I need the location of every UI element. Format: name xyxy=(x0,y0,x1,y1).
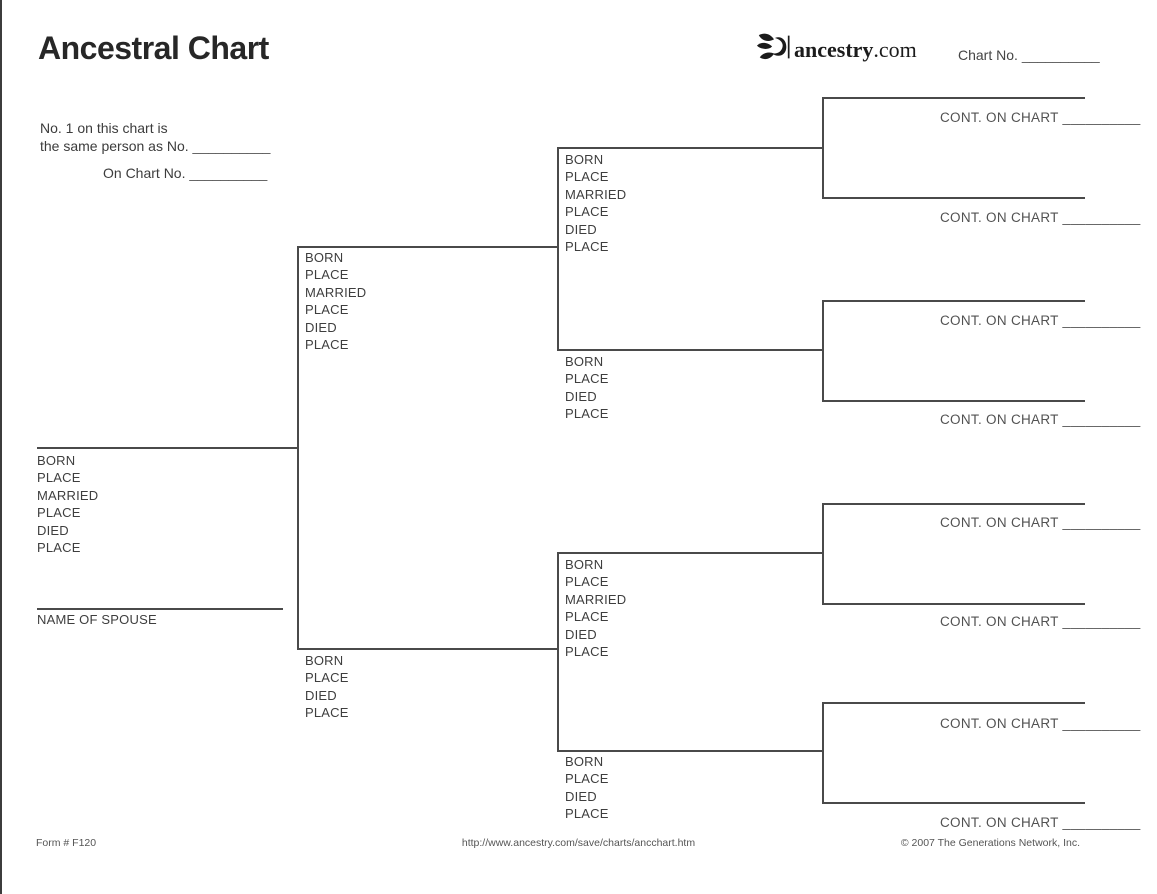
page-left-edge xyxy=(0,0,2,894)
cont-on-chart-7: CONT. ON CHART __________ xyxy=(940,716,1141,731)
bracket-gen2-vertical xyxy=(297,246,299,649)
on-chart-no-blank[interactable]: __________ xyxy=(189,165,268,181)
spouse-name-label: NAME OF SPOUSE xyxy=(37,612,157,627)
ancestry-logo-text: ancestry.com xyxy=(794,36,917,62)
maternal-grandmother-fields: BORN PLACE DIED PLACE xyxy=(565,754,609,822)
same-person-no-blank[interactable]: __________ xyxy=(192,137,271,154)
mother-fields: BORN PLACE DIED PLACE xyxy=(305,653,349,721)
bracket-gen4-2-vertical xyxy=(822,300,824,400)
cont-blank-4[interactable]: __________ xyxy=(1062,412,1141,427)
cont-on-chart-2: CONT. ON CHART __________ xyxy=(940,210,1141,225)
cont-on-chart-4: CONT. ON CHART __________ xyxy=(940,412,1141,427)
line-mother xyxy=(297,648,558,650)
ancestry-logo: ancestry.com xyxy=(756,30,917,69)
father-fields: BORN PLACE MARRIED PLACE DIED PLACE xyxy=(305,250,367,353)
ancestry-leaf-icon xyxy=(756,30,792,69)
chart-no-field: Chart No. __________ xyxy=(958,47,1100,63)
paternal-grandfather-fields: BORN PLACE MARRIED PLACE DIED PLACE xyxy=(565,152,627,255)
cont-blank-6[interactable]: __________ xyxy=(1062,614,1141,629)
line-great-grandparent-4 xyxy=(822,400,1085,402)
cont-on-chart-6: CONT. ON CHART __________ xyxy=(940,614,1141,629)
paternal-grandmother-fields: BORN PLACE DIED PLACE xyxy=(565,354,609,422)
chart-instructions: No. 1 on this chart is the same person a… xyxy=(40,120,270,183)
copyright-notice: © 2007 The Generations Network, Inc. xyxy=(900,837,1080,849)
bracket-gen4-3-vertical xyxy=(822,503,824,603)
instruction-line-3: On Chart No. __________ xyxy=(103,165,268,181)
cont-blank-8[interactable]: __________ xyxy=(1062,815,1141,830)
bracket-gen4-4-vertical xyxy=(822,702,824,802)
maternal-grandfather-fields: BORN PLACE MARRIED PLACE DIED PLACE xyxy=(565,557,627,660)
line-great-grandparent-6 xyxy=(822,603,1085,605)
page-title: Ancestral Chart xyxy=(38,30,269,66)
cont-blank-1[interactable]: __________ xyxy=(1062,110,1141,125)
form-number: Form # F120 xyxy=(36,837,97,849)
instruction-line-2: the same person as No. __________ xyxy=(40,137,271,154)
bracket-gen4-1-vertical xyxy=(822,97,824,197)
line-paternal-grandmother xyxy=(557,349,823,351)
line-great-grandparent-8 xyxy=(822,802,1085,804)
chart-no-blank[interactable]: __________ xyxy=(1021,47,1100,63)
cont-on-chart-1: CONT. ON CHART __________ xyxy=(940,110,1141,125)
line-great-grandparent-3 xyxy=(822,300,1085,302)
line-maternal-grandmother xyxy=(557,750,823,752)
line-father xyxy=(297,246,558,248)
cont-on-chart-5: CONT. ON CHART __________ xyxy=(940,515,1141,530)
cont-blank-2[interactable]: __________ xyxy=(1062,210,1141,225)
line-great-grandparent-2 xyxy=(822,197,1085,199)
bracket-gen3-lower-vertical xyxy=(557,552,559,751)
cont-blank-3[interactable]: __________ xyxy=(1062,313,1141,328)
cont-blank-7[interactable]: __________ xyxy=(1062,716,1141,731)
cont-on-chart-8: CONT. ON CHART __________ xyxy=(940,815,1141,830)
instruction-line-1: No. 1 on this chart is xyxy=(40,120,168,136)
line-great-grandparent-5 xyxy=(822,503,1085,505)
line-paternal-grandfather xyxy=(557,147,823,149)
chart-no-label: Chart No. xyxy=(958,47,1018,63)
line-maternal-grandfather xyxy=(557,552,823,554)
line-spouse xyxy=(37,608,283,610)
line-great-grandparent-7 xyxy=(822,702,1085,704)
cont-on-chart-3: CONT. ON CHART __________ xyxy=(940,313,1141,328)
line-person-1 xyxy=(37,447,298,449)
footer-url: http://www.ancestry.com/save/charts/ancc… xyxy=(461,837,696,849)
line-great-grandparent-1 xyxy=(822,97,1085,99)
cont-blank-5[interactable]: __________ xyxy=(1062,515,1141,530)
bracket-gen3-upper-vertical xyxy=(557,147,559,350)
person-1-fields: BORN PLACE MARRIED PLACE DIED PLACE xyxy=(37,453,99,556)
